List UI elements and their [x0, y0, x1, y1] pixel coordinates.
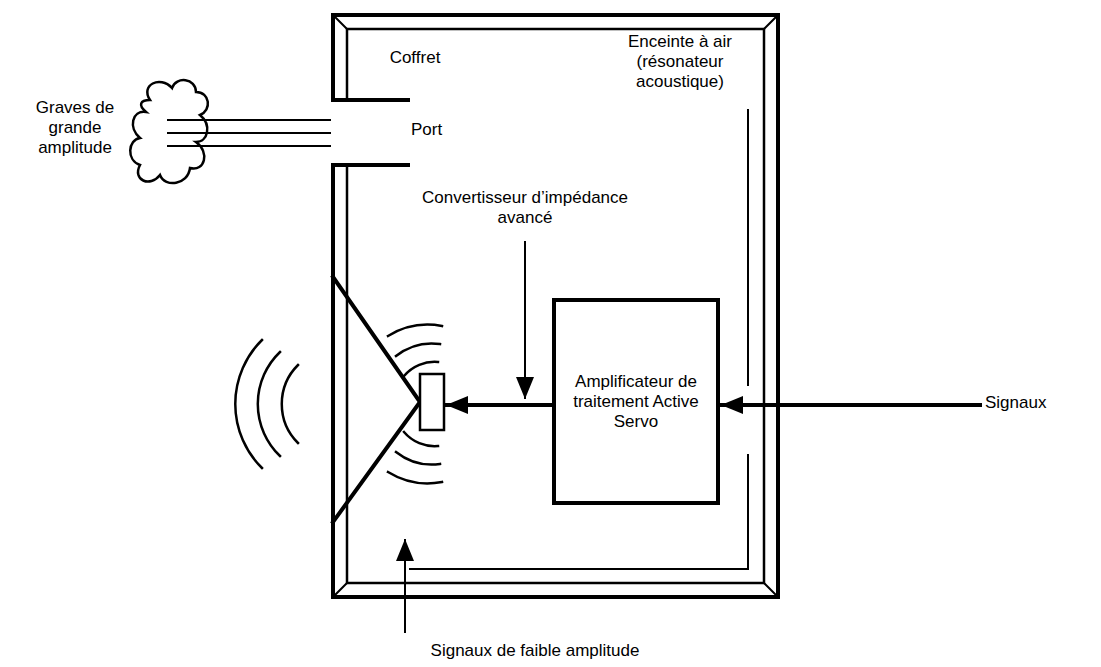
node-text: Coffret	[370, 48, 460, 68]
sound-wave	[388, 432, 442, 483]
callout-label: Convertisseur d’impédance avancé	[420, 188, 630, 228]
signal-arrow	[722, 403, 980, 407]
leader-line	[404, 540, 406, 632]
air-volume-line	[410, 110, 748, 569]
cabinet-inner-wall	[347, 29, 764, 583]
callout-label: Port	[411, 120, 471, 140]
cabinet-outer-wall	[333, 15, 778, 597]
callout-label: Signaux de faible amplitude	[400, 641, 670, 661]
node-text: Amplificateur de traitement Active Servo	[564, 372, 708, 432]
cabinet-box: Coffret Enceinte à air (résonateur acoust…	[333, 15, 778, 597]
speaker-magnet	[420, 374, 444, 430]
bass-cloud	[130, 80, 208, 183]
sound-wave	[235, 340, 298, 468]
speaker-cone	[333, 277, 420, 522]
sound-wave	[388, 325, 442, 376]
port-tube	[333, 100, 408, 165]
callout-label: Graves de grande amplitude	[20, 98, 130, 158]
drive-arrow	[447, 403, 552, 407]
node-text: Enceinte à air (résonateur acoustique)	[605, 32, 755, 92]
cabinet-miter	[333, 15, 778, 597]
process-box: Amplificateur de traitement Active Servo	[552, 298, 720, 505]
callout-label: Signaux	[985, 393, 1085, 413]
air-flow-line	[168, 120, 205, 146]
leader-line	[524, 242, 526, 398]
